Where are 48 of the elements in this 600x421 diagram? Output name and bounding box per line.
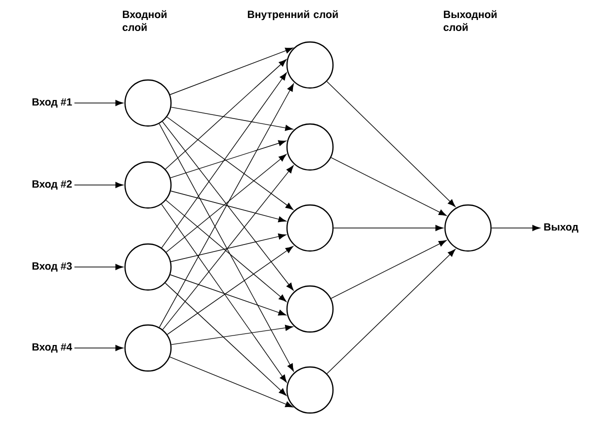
neuron-circle [286, 366, 334, 414]
arrow [161, 204, 287, 383]
arrow [159, 84, 294, 328]
layer-heading: Внутренний слой [248, 10, 338, 20]
layer-heading: Выходной слой [444, 10, 497, 32]
neuron-circle [124, 324, 172, 372]
arrow [74, 345, 124, 351]
arrow [170, 274, 286, 316]
arrow [333, 225, 444, 231]
layer-heading: Входной слой [122, 10, 166, 32]
arrow [170, 106, 294, 131]
arrow [170, 48, 294, 95]
input-label: Вход #2 [32, 180, 72, 190]
arrow [170, 356, 294, 408]
neuron-circle [124, 161, 172, 209]
arrow [326, 249, 456, 374]
arrow [165, 59, 287, 170]
arrow [166, 200, 287, 302]
arrow [166, 246, 294, 335]
arrow [162, 165, 294, 330]
arrow [166, 116, 294, 210]
input-label: Вход #3 [32, 262, 72, 272]
arrow [158, 123, 294, 372]
arrow [170, 190, 286, 222]
arrow [330, 240, 447, 299]
neuron-circle [286, 285, 334, 333]
arrow [170, 140, 286, 178]
arrow [164, 282, 287, 396]
arrow [74, 182, 124, 188]
neuron-circle [286, 123, 334, 171]
arrow [74, 264, 124, 270]
input-label: Вход #1 [32, 98, 72, 108]
arrow [162, 121, 294, 291]
arrow [171, 324, 294, 345]
arrow [170, 234, 286, 262]
input-label: Выход [544, 223, 578, 233]
neuron-circle [286, 204, 334, 252]
arrow [166, 154, 287, 252]
arrow [330, 157, 447, 216]
arrow [161, 72, 287, 248]
neuron-circle [444, 204, 492, 252]
neuron-circle [286, 41, 334, 89]
arrow [74, 100, 124, 106]
input-label: Вход #4 [32, 343, 72, 353]
neuron-circle [124, 79, 172, 127]
arrow [491, 225, 540, 231]
arrow [326, 81, 456, 207]
neuron-circle [124, 243, 172, 291]
